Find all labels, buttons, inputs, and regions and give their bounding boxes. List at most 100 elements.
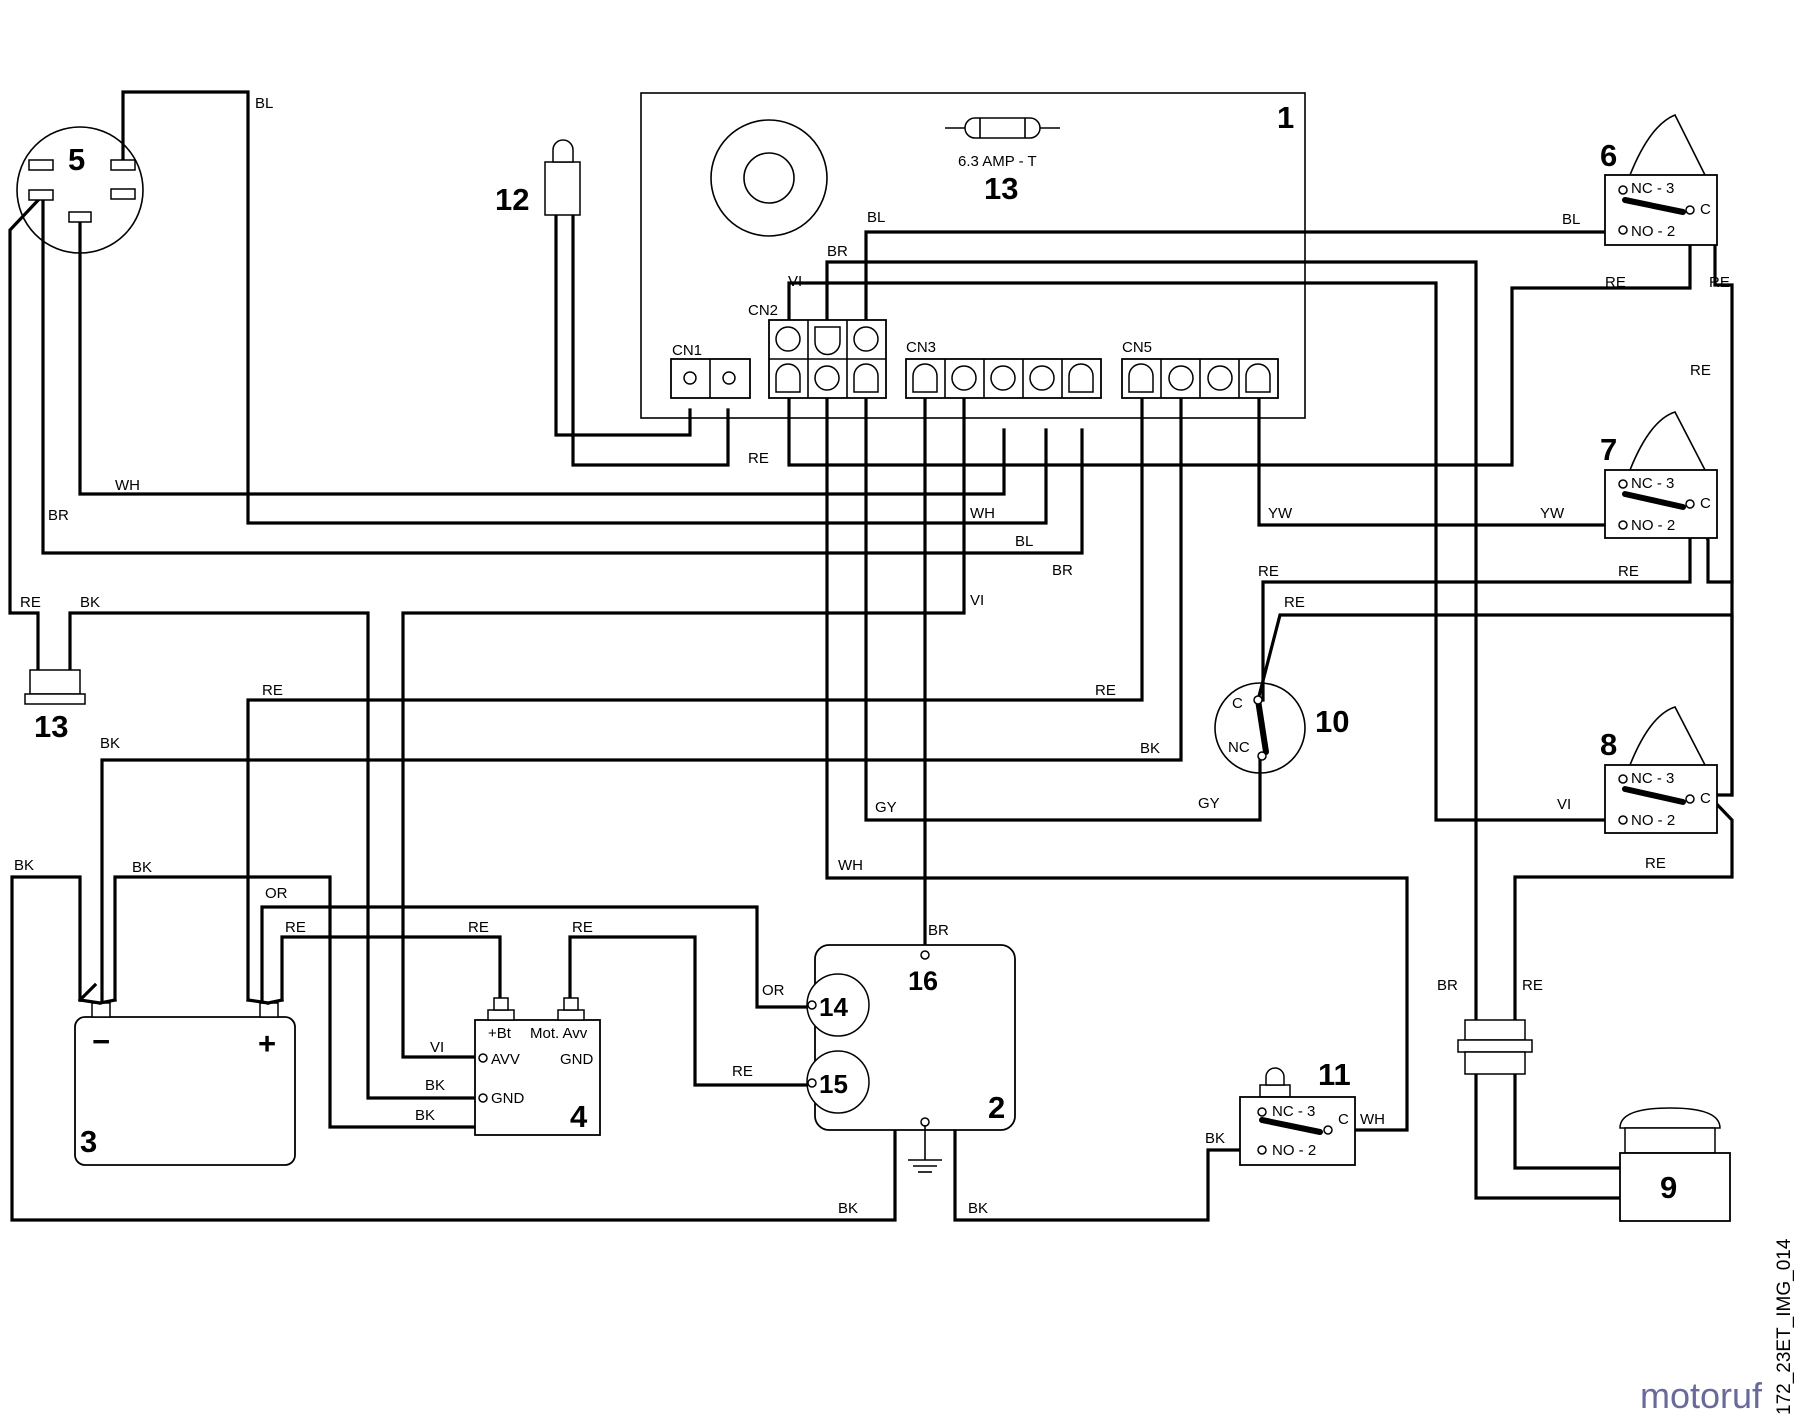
switch10-c: C (1232, 695, 1243, 712)
wire-label: VI (1557, 796, 1571, 813)
wire-label: RE (1690, 362, 1711, 379)
wire-label: BL (1015, 533, 1033, 550)
terminal-15: 15 (819, 1069, 848, 1099)
wire-wh-11 (825, 373, 1409, 1132)
wire-bk-battery-neg2 (113, 875, 482, 1129)
wire-label: YW (1268, 505, 1293, 522)
switch8-nc3: NC - 3 (1631, 770, 1674, 787)
wire-bk-battery (100, 373, 1183, 1002)
buzzer-inner (743, 152, 795, 204)
wire-label: VI (970, 592, 984, 609)
switch7-number: 7 (1600, 432, 1617, 467)
wire-label: RE (1618, 563, 1639, 580)
cn2-connector (768, 319, 887, 399)
switch7-nc3: NC - 3 (1631, 475, 1674, 492)
wire-vi-8 (787, 281, 1632, 822)
cn5-label: CN5 (1122, 339, 1152, 356)
switch-11: 11 NC - 3 NO - 2 C (1239, 1057, 1356, 1166)
switch10-nc: NC (1228, 739, 1250, 756)
cn1-connector (670, 358, 751, 399)
switch11-number: 11 (1318, 1057, 1351, 1092)
wire-label: BR (1437, 977, 1458, 994)
wire-label: BK (1205, 1130, 1225, 1147)
switch7-no2: NO - 2 (1631, 517, 1675, 534)
wire-label: BL (1562, 211, 1580, 228)
switch-10: C NC 10 (1214, 682, 1349, 774)
wire-label: BK (80, 594, 100, 611)
module-gnd-left: GND (491, 1090, 525, 1107)
wire-label: BL (867, 209, 885, 226)
switch10-number: 10 (1315, 704, 1349, 739)
battery-plus: + (258, 1026, 276, 1061)
wire-label: BR (1052, 562, 1073, 579)
cn5-connector (1121, 358, 1279, 399)
controller-frame (640, 92, 1306, 419)
switch11-no2: NO - 2 (1272, 1142, 1316, 1159)
battery-3: − + 3 (74, 998, 296, 1166)
wire-br-ignition (41, 193, 1084, 555)
wire-re-module (280, 935, 502, 1012)
wire-label: BK (1140, 740, 1160, 757)
lamp-number: 12 (495, 182, 529, 217)
module-mot: Mot. Avv (530, 1025, 588, 1042)
switch11-c: C (1338, 1111, 1349, 1128)
wire-label: RE (1095, 682, 1116, 699)
fuse-icon (945, 117, 1060, 139)
fuse-number: 13 (984, 171, 1018, 206)
switch11-nc3: NC - 3 (1272, 1103, 1315, 1120)
wire-label: WH (115, 477, 140, 494)
wire-label: RE (1258, 563, 1279, 580)
wire-label: BR (827, 243, 848, 260)
buzzer-outer (710, 119, 828, 237)
controller-unit: 1 6.3 AMP - T 13 CN1 CN2 (640, 92, 1306, 419)
wire-br-9 (825, 260, 1622, 1200)
wire-label: RE (1522, 977, 1543, 994)
switch-8: 8 NC - 3 NO - 2 C (1600, 706, 1718, 834)
wire-label: RE (285, 919, 306, 936)
wire-label: OR (762, 982, 785, 999)
wire-label: GY (1198, 795, 1220, 812)
wire-label: GY (875, 799, 897, 816)
inline-connector (1457, 1019, 1533, 1075)
terminal-16: 16 (908, 966, 938, 996)
image-code: 172_23ET_IMG_014 (1774, 1238, 1795, 1415)
wire-re-loop (787, 203, 1692, 467)
wire-label: RE (732, 1063, 753, 1080)
switch6-no2: NO - 2 (1631, 223, 1675, 240)
wire-label: BK (415, 1107, 435, 1124)
wire-label: VI (430, 1039, 444, 1056)
wire-yw-7 (1257, 373, 1630, 527)
battery-minus: − (92, 1024, 110, 1059)
ignition-switch: 5 (16, 126, 144, 254)
wire-label: RE (262, 682, 283, 699)
wire-re-7-10 (1261, 500, 1692, 702)
switch-7: 7 NC - 3 NO - 2 C (1600, 411, 1718, 539)
cn3-label: CN3 (906, 339, 936, 356)
ignition-number: 5 (68, 142, 85, 177)
switch8-no2: NO - 2 (1631, 812, 1675, 829)
wire-label: RE (572, 919, 593, 936)
controller-number: 1 (1277, 100, 1294, 135)
wire-re-ignition (8, 192, 46, 672)
wire-label: RE (1645, 855, 1666, 872)
module-avv: AVV (491, 1051, 520, 1068)
wire-label: WH (1360, 1111, 1385, 1128)
wire-label: BK (425, 1077, 445, 1094)
wire-lamp12-a (554, 213, 692, 437)
wire-label: BK (14, 857, 34, 874)
wire-label: BK (100, 735, 120, 752)
module-bt: +Bt (488, 1025, 512, 1042)
horn-9: 9 (1619, 1107, 1731, 1222)
wire-re-battery (246, 373, 1144, 1002)
wire-label: RE (1284, 594, 1305, 611)
switch6-nc3: NC - 3 (1631, 180, 1674, 197)
fuse-rating: 6.3 AMP - T (958, 153, 1037, 170)
lamp-12: 12 (495, 139, 581, 217)
wire-gy-10 (864, 373, 1262, 822)
wire-label: RE (748, 450, 769, 467)
wire-labels: BL BL BR VI BL RE RE RE RE WH BR WH BL B… (14, 95, 1730, 1217)
wire-label: BL (255, 95, 273, 112)
fuse-holder-13: 13 (24, 669, 86, 744)
wire-label: VI (788, 273, 802, 290)
wire-bk-fuse13 (68, 611, 482, 1100)
